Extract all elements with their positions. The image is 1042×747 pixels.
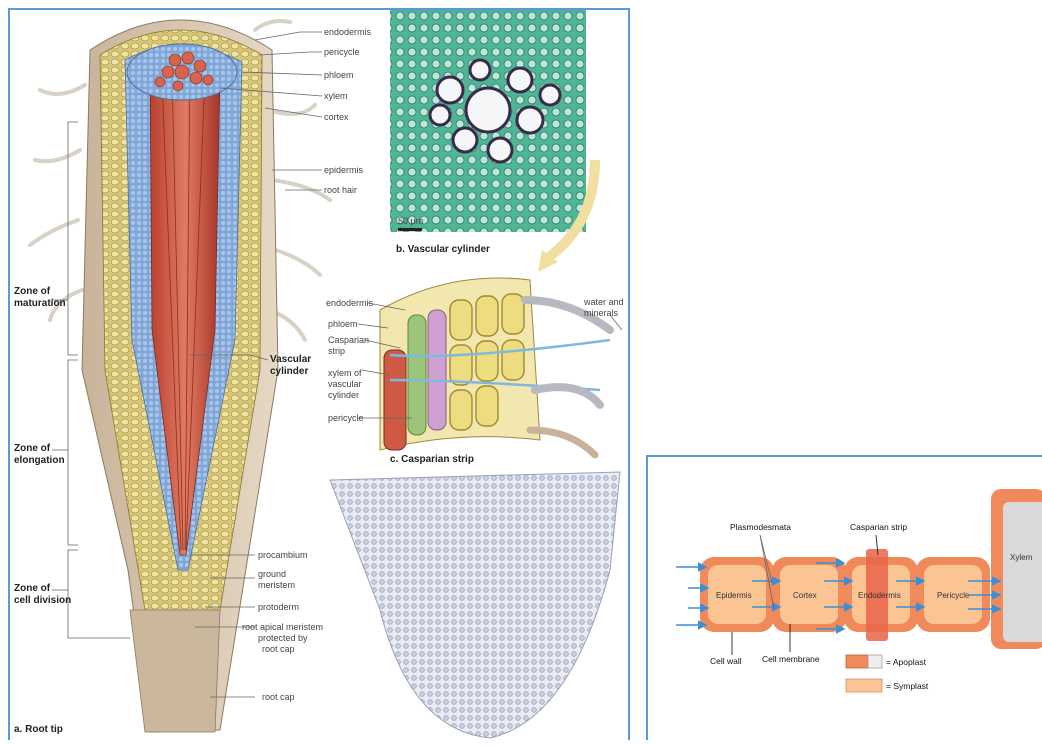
casparian-strip-label: Casparian strip (850, 522, 907, 532)
cell-label-epidermis: Epidermis (716, 591, 752, 600)
label-vascular-cylinder-2: cylinder (270, 366, 308, 377)
root-tip-caption: a. Root tip (14, 724, 63, 735)
label-ground-meristem-2: meristem (258, 580, 295, 590)
zone-division-label-1: Zone of (14, 583, 51, 594)
zone-division-label-2: cell division (14, 595, 71, 606)
transport-diagram: Xylem Epidermis Cortex Endodermis Pericy… (648, 457, 1042, 740)
casparian-strip-panel (380, 278, 610, 455)
label-phloem: phloem (324, 70, 354, 80)
label-ground-meristem-1: ground (258, 569, 286, 579)
panel-label-phloem: phloem (328, 319, 358, 329)
panel-label-pericycle: pericycle (328, 413, 364, 423)
panel-label-casparian-1: Casparian (328, 335, 369, 345)
plasmodesmata-label: Plasmodesmata (730, 522, 791, 532)
panel-label-casparian-2: strip (328, 346, 345, 356)
transport-diagram-frame: Xylem Epidermis Cortex Endodermis Pericy… (646, 455, 1042, 740)
cell-label-endodermis: Endodermis (858, 591, 901, 600)
cell-label-cortex: Cortex (793, 591, 817, 600)
panel-label-water-1: water and (583, 297, 624, 307)
label-ram-3: root cap (262, 644, 295, 654)
panel-label-xylem-2: vascular (328, 379, 362, 389)
zone-maturation-label-2: maturation (14, 298, 66, 309)
label-cortex: cortex (324, 112, 349, 122)
label-ram-1: root apical meristem (242, 622, 323, 632)
legend-symplast: = Symplast (886, 681, 929, 691)
label-ram-2: protected by (258, 633, 308, 643)
label-vascular-cylinder-1: Vascular (270, 354, 311, 365)
root-tip-micrograph (330, 472, 620, 738)
label-epidermis: epidermis (324, 165, 364, 175)
scale-bar-label: 50 μm (398, 216, 423, 226)
label-xylem: xylem (324, 91, 348, 101)
root-figure: Zone of maturation Zone of elongation Zo… (10, 10, 630, 742)
micrograph-caption: b. Vascular cylinder (396, 244, 490, 255)
cell-membrane-label: Cell membrane (762, 654, 820, 664)
cell-label-pericycle: Pericycle (937, 591, 970, 600)
label-root-cap: root cap (262, 692, 295, 702)
panel-label-endodermis: endodermis (326, 298, 374, 308)
panel-label-xylem-1: xylem of (328, 368, 362, 378)
zone-elongation-label-2: elongation (14, 455, 65, 466)
legend: = Apoplast = Symplast (846, 655, 929, 692)
zone-elongation-label-1: Zone of (14, 443, 51, 454)
label-root-hair: root hair (324, 185, 357, 195)
legend-apoplast: = Apoplast (886, 657, 927, 667)
label-procambium: procambium (258, 550, 308, 560)
root-cap (130, 610, 220, 732)
label-protoderm: protoderm (258, 602, 299, 612)
label-endodermis: endodermis (324, 27, 372, 37)
panel-label-water-2: minerals (584, 308, 619, 318)
cell-wall-label: Cell wall (710, 656, 742, 666)
zone-maturation-label-1: Zone of (14, 286, 51, 297)
panel-caption: c. Casparian strip (390, 454, 474, 465)
panel-label-xylem-3: cylinder (328, 390, 359, 400)
label-pericycle: pericycle (324, 47, 360, 57)
xylem-label: Xylem (1010, 553, 1033, 562)
root-figure-frame: Zone of maturation Zone of elongation Zo… (8, 8, 630, 740)
